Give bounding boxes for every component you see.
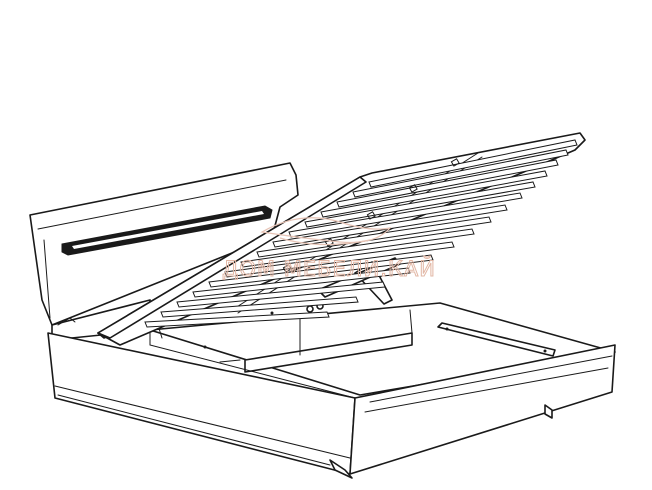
watermark: ДОМ МЕБЕЛИ.КАЙ	[222, 217, 436, 282]
watermark-logo-icon	[260, 217, 392, 246]
headboard-handle	[61, 205, 273, 256]
side-rail-bracket	[437, 322, 556, 357]
slats	[144, 139, 578, 328]
watermark-text: ДОМ МЕБЕЛИ.КАЙ	[222, 256, 436, 281]
headboard	[29, 162, 299, 326]
slatted-base	[97, 132, 586, 346]
storage-box-frame	[47, 299, 616, 479]
